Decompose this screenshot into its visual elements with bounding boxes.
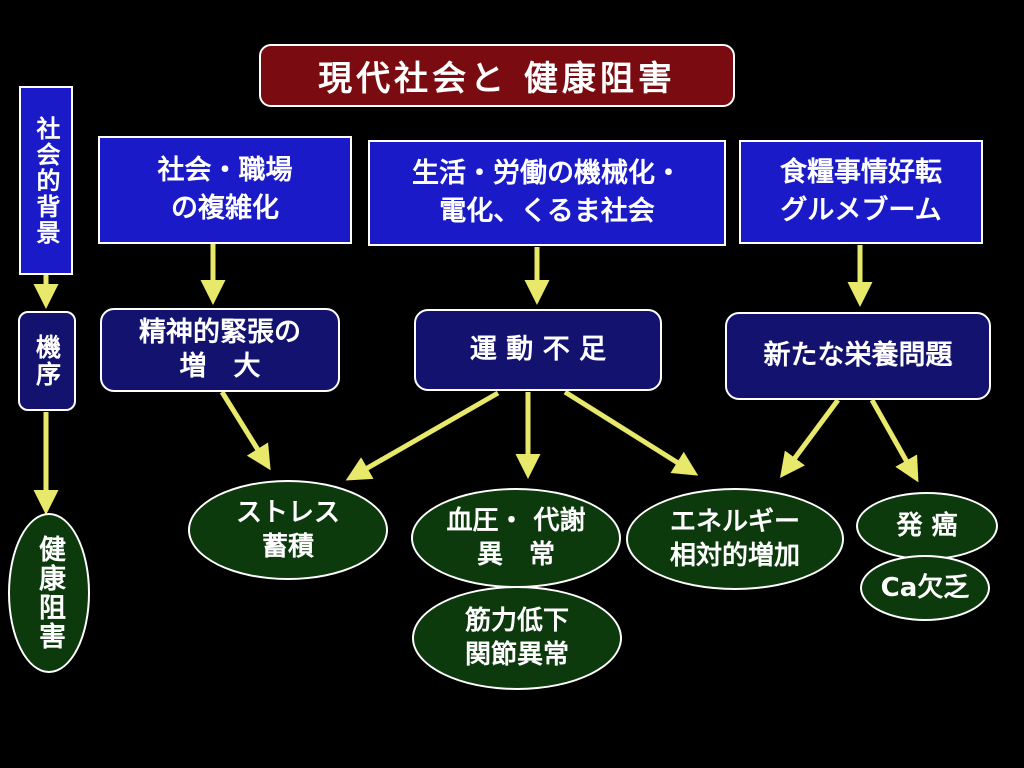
mechanism-box-exercise: 運 動 不 足	[414, 309, 662, 391]
left-axis-background-label: 社会的背景	[32, 115, 60, 246]
background-box-food: 食糧事情好転 グルメブーム	[739, 140, 983, 244]
arrow-nutrition-to-energy	[780, 398, 841, 479]
outcome-stress: ストレス 蓄積	[188, 480, 388, 580]
outcome-calcium-text: Ca欠乏	[880, 573, 970, 603]
left-axis-order-label: 機序	[32, 334, 62, 388]
arrow-nutrition-to-cancer	[869, 398, 919, 483]
background-box-workplace: 社会・職場 の複雑化	[98, 136, 352, 244]
arrow-exercise-to-energy	[563, 389, 699, 476]
mechanism-box-tension: 精神的緊張の 増 大	[100, 308, 340, 392]
background-box-workplace-text: 社会・職場 の複雑化	[157, 155, 293, 224]
left-axis-health-label: 健康阻害	[34, 535, 65, 651]
arrow-exercise-to-stress	[345, 390, 500, 481]
background-box-mechanization-text: 生活・労働の機械化・ 電化、くるま社会	[412, 158, 682, 227]
mechanism-box-nutrition: 新たな栄養問題	[725, 312, 991, 400]
background-box-mechanization: 生活・労働の機械化・ 電化、くるま社会	[368, 140, 726, 246]
outcome-metabolism-text: 血圧・ 代謝 異 常	[446, 506, 586, 570]
left-axis-background: 社会的背景	[19, 86, 73, 275]
outcome-energy: エネルギー 相対的増加	[626, 488, 844, 590]
outcome-metabolism: 血圧・ 代謝 異 常	[411, 488, 621, 588]
mechanism-box-tension-text: 精神的緊張の 増 大	[139, 317, 301, 382]
outcome-stress-text: ストレス 蓄積	[235, 498, 340, 562]
left-axis-order: 機序	[18, 311, 76, 411]
page-title: 現代社会と 健康阻害	[259, 44, 735, 107]
mechanism-box-nutrition-text: 新たな栄養問題	[763, 340, 953, 371]
background-box-food-text: 食糧事情好転 グルメブーム	[780, 157, 942, 226]
arrow-tension-to-stress	[219, 390, 271, 471]
outcome-muscle-text: 筋力低下 関節異常	[464, 606, 569, 670]
outcome-cancer-text: 発 癌	[896, 511, 958, 541]
outcome-energy-text: エネルギー 相対的増加	[669, 507, 800, 571]
outcome-cancer: 発 癌	[856, 492, 998, 560]
mechanism-box-exercise-text: 運 動 不 足	[469, 334, 607, 365]
outcome-calcium: Ca欠乏	[860, 555, 990, 621]
left-axis-health: 健康阻害	[8, 513, 90, 673]
page-title-text: 現代社会と 健康阻害	[318, 59, 676, 99]
outcome-muscle: 筋力低下 関節異常	[412, 586, 622, 690]
